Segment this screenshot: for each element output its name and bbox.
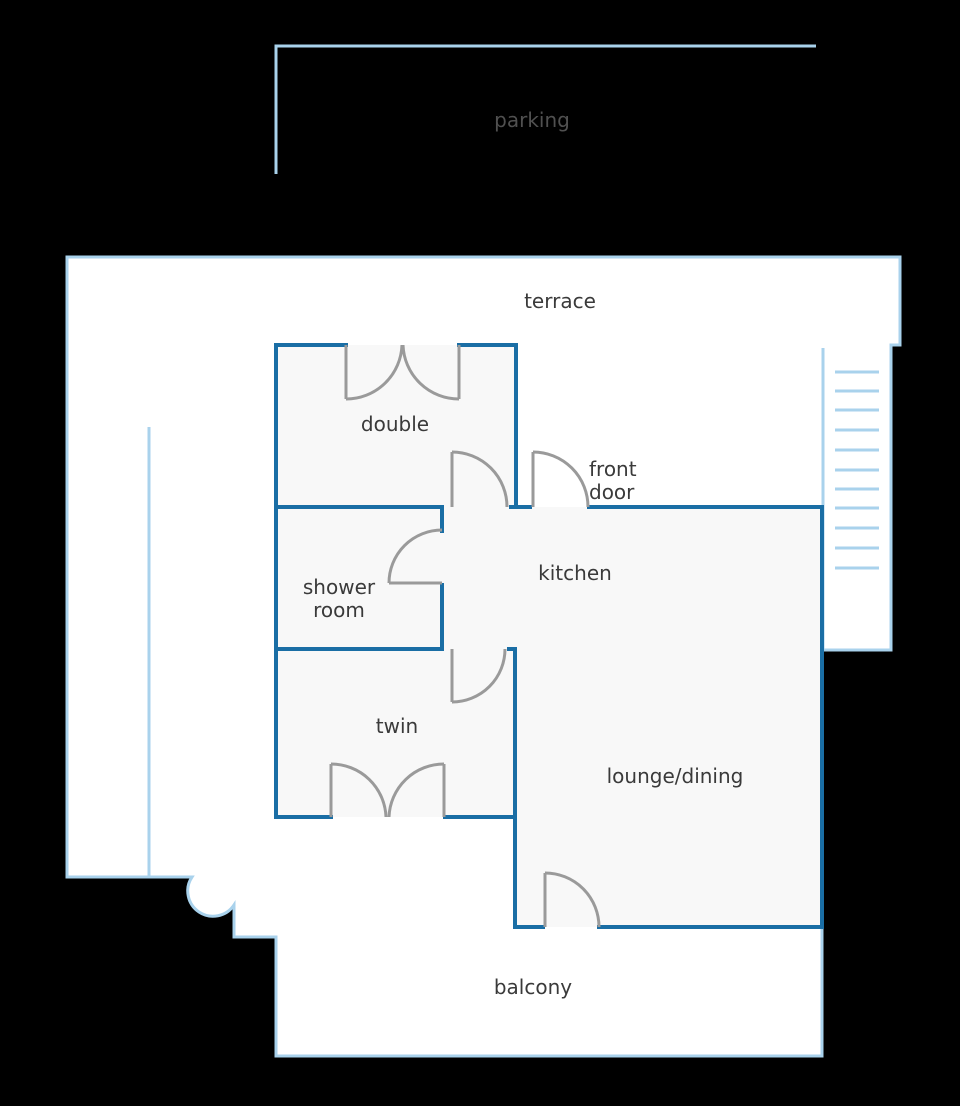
interior-floor <box>276 345 822 927</box>
twin-label: twin <box>376 714 418 738</box>
double-room-door <box>344 344 461 401</box>
double-entry-door <box>450 450 509 508</box>
walls <box>274 343 824 929</box>
front-door <box>531 450 590 508</box>
parking-label: parking <box>494 108 570 132</box>
front-door-label-line1: front <box>589 457 637 481</box>
balcony-door <box>543 871 601 928</box>
lounge-dining-label: lounge/dining <box>607 764 744 788</box>
doors <box>329 344 601 928</box>
kitchen-label: kitchen <box>538 561 612 585</box>
terrace-label: terrace <box>524 289 596 313</box>
front-door-label-line2: door <box>589 480 635 504</box>
balcony-label: balcony <box>494 975 572 999</box>
shower-room-label-line2: room <box>313 598 365 622</box>
shower-room-door <box>387 528 443 585</box>
shower-room-label-line1: shower <box>303 575 376 599</box>
twin-entry-door <box>450 648 507 704</box>
double-label: double <box>361 412 429 436</box>
parking-outline <box>274 44 816 174</box>
twin-room-door <box>329 762 446 818</box>
